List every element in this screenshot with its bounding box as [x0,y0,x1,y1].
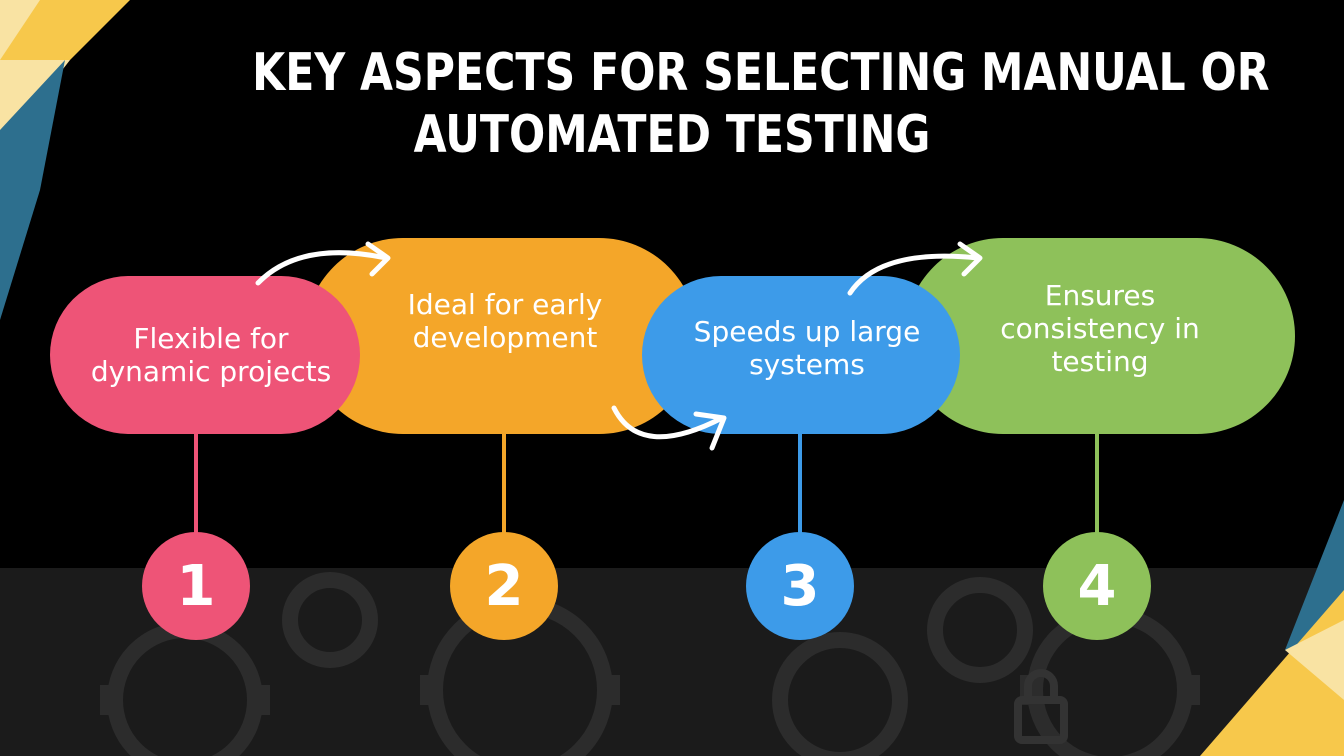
step-2-line-1: Ideal for early [407,288,603,321]
title-line-1: KEY ASPECTS FOR SELECTING MANUAL OR [252,43,1270,103]
step-number-3: 3 [746,532,854,640]
step-1-line-1: Flexible for [133,322,289,355]
corner-shape-yellow-br [1200,590,1344,756]
corner-shape-teal [0,60,65,320]
stem-1 [194,430,198,540]
title-line-2: AUTOMATED TESTING [413,105,931,165]
step-number-1: 1 [142,532,250,640]
page-title: KEY ASPECTS FOR SELECTING MANUAL OR AUTO… [252,42,1270,166]
stem-2 [502,430,506,540]
padlock-icon [1014,669,1068,744]
corner-shape-yellow [0,0,130,60]
step-1-line-2: dynamic projects [90,355,332,388]
step-4-line-1: Ensures [1044,278,1156,312]
corner-shape-cream-br [1285,620,1344,700]
stem-4 [1095,430,1099,540]
step-number-4: 4 [1043,532,1151,640]
stem-3 [798,430,802,540]
step-3-line-1: Speeds up large [693,315,921,348]
step-2-line-2: development [412,321,598,354]
step-3-line-2: systems [749,348,865,381]
step-pill-1 [50,276,360,434]
step-4-line-3: testing [1051,344,1149,378]
step-number-2: 2 [450,532,558,640]
step-4-line-2: consistency in [1000,311,1200,345]
